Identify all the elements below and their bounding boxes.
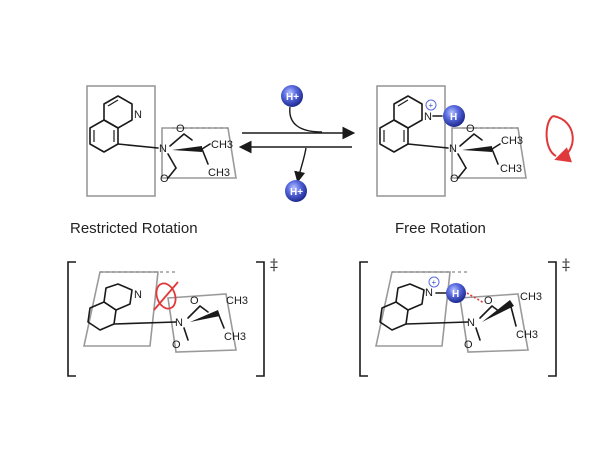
ts-bound-proton-label: H: [452, 289, 459, 300]
methyl-2-label: CH3: [208, 167, 230, 179]
quinolinium-plane: [376, 85, 446, 197]
charge-plus: +: [429, 101, 434, 110]
ts-bound-proton: [446, 283, 466, 303]
ts-charge-plus: +: [432, 278, 437, 287]
free-molecule: N + H N O O CH3 CH3: [376, 85, 574, 197]
quinoline-plane: [86, 85, 156, 197]
carbonyl-o-label-right: O: [450, 173, 459, 185]
quinolinium-n-label: N: [424, 111, 432, 123]
caption-free: Free Rotation: [395, 220, 486, 237]
bound-proton: [443, 105, 465, 127]
methyl-1-label-right: CH3: [501, 135, 523, 147]
proton-bottom-label: H+: [290, 187, 303, 198]
restricted-molecule: N N O O CH3 CH3: [86, 85, 237, 197]
equilibrium-arrows: [238, 106, 356, 183]
rotation-arrow-icon: [552, 115, 574, 163]
ts-free: ‡ N + H N O O CH3 CH3: [359, 255, 570, 377]
hydrogen-bond: [466, 292, 485, 304]
bound-proton-label: H: [450, 112, 457, 123]
ts-dagger-right: ‡: [562, 255, 570, 274]
ts-left-carbonyl-o: O: [172, 339, 181, 351]
ts-left-ring-o: O: [190, 295, 199, 307]
methyl-2-label-right: CH3: [500, 163, 522, 175]
ts-restricted: ‡ N N O O CH3 CH3: [67, 255, 278, 377]
ts-right-amide-n: N: [467, 317, 475, 329]
ts-right-quinolinium-n: N: [425, 287, 433, 299]
amide-n-label: N: [159, 143, 167, 155]
ts-left-methyl-2: CH3: [224, 331, 246, 343]
ring-o-label-right: O: [466, 123, 475, 135]
ts-left-quinoline-n: N: [134, 289, 142, 301]
ts-left-amide-n: N: [175, 317, 183, 329]
oxazolidinone-plane: [161, 127, 237, 179]
methyl-1-label: CH3: [211, 139, 233, 151]
ts-left-methyl-1: CH3: [226, 295, 248, 307]
quinoline-ring-b: [89, 119, 119, 153]
caption-restricted: Restricted Rotation: [70, 220, 198, 237]
carbonyl-o-label: O: [160, 173, 169, 185]
amide-n-label-right: N: [449, 143, 457, 155]
ts-right-ring-o: O: [484, 295, 493, 307]
ts-right-carbonyl-o: O: [464, 339, 473, 351]
proton-top-label: H+: [286, 92, 299, 103]
oxazolidinone-plane-right: [451, 127, 527, 179]
proton-top: H+: [281, 85, 303, 107]
ts-right-methyl-1: CH3: [520, 291, 542, 303]
ring-o-label: O: [176, 123, 185, 135]
ts-right-methyl-2: CH3: [516, 329, 538, 341]
ts-dagger-left: ‡: [270, 255, 278, 274]
proton-bottom: H+: [285, 180, 307, 202]
steric-clash-icon: [153, 281, 179, 311]
quinoline-n-label: N: [134, 109, 142, 121]
